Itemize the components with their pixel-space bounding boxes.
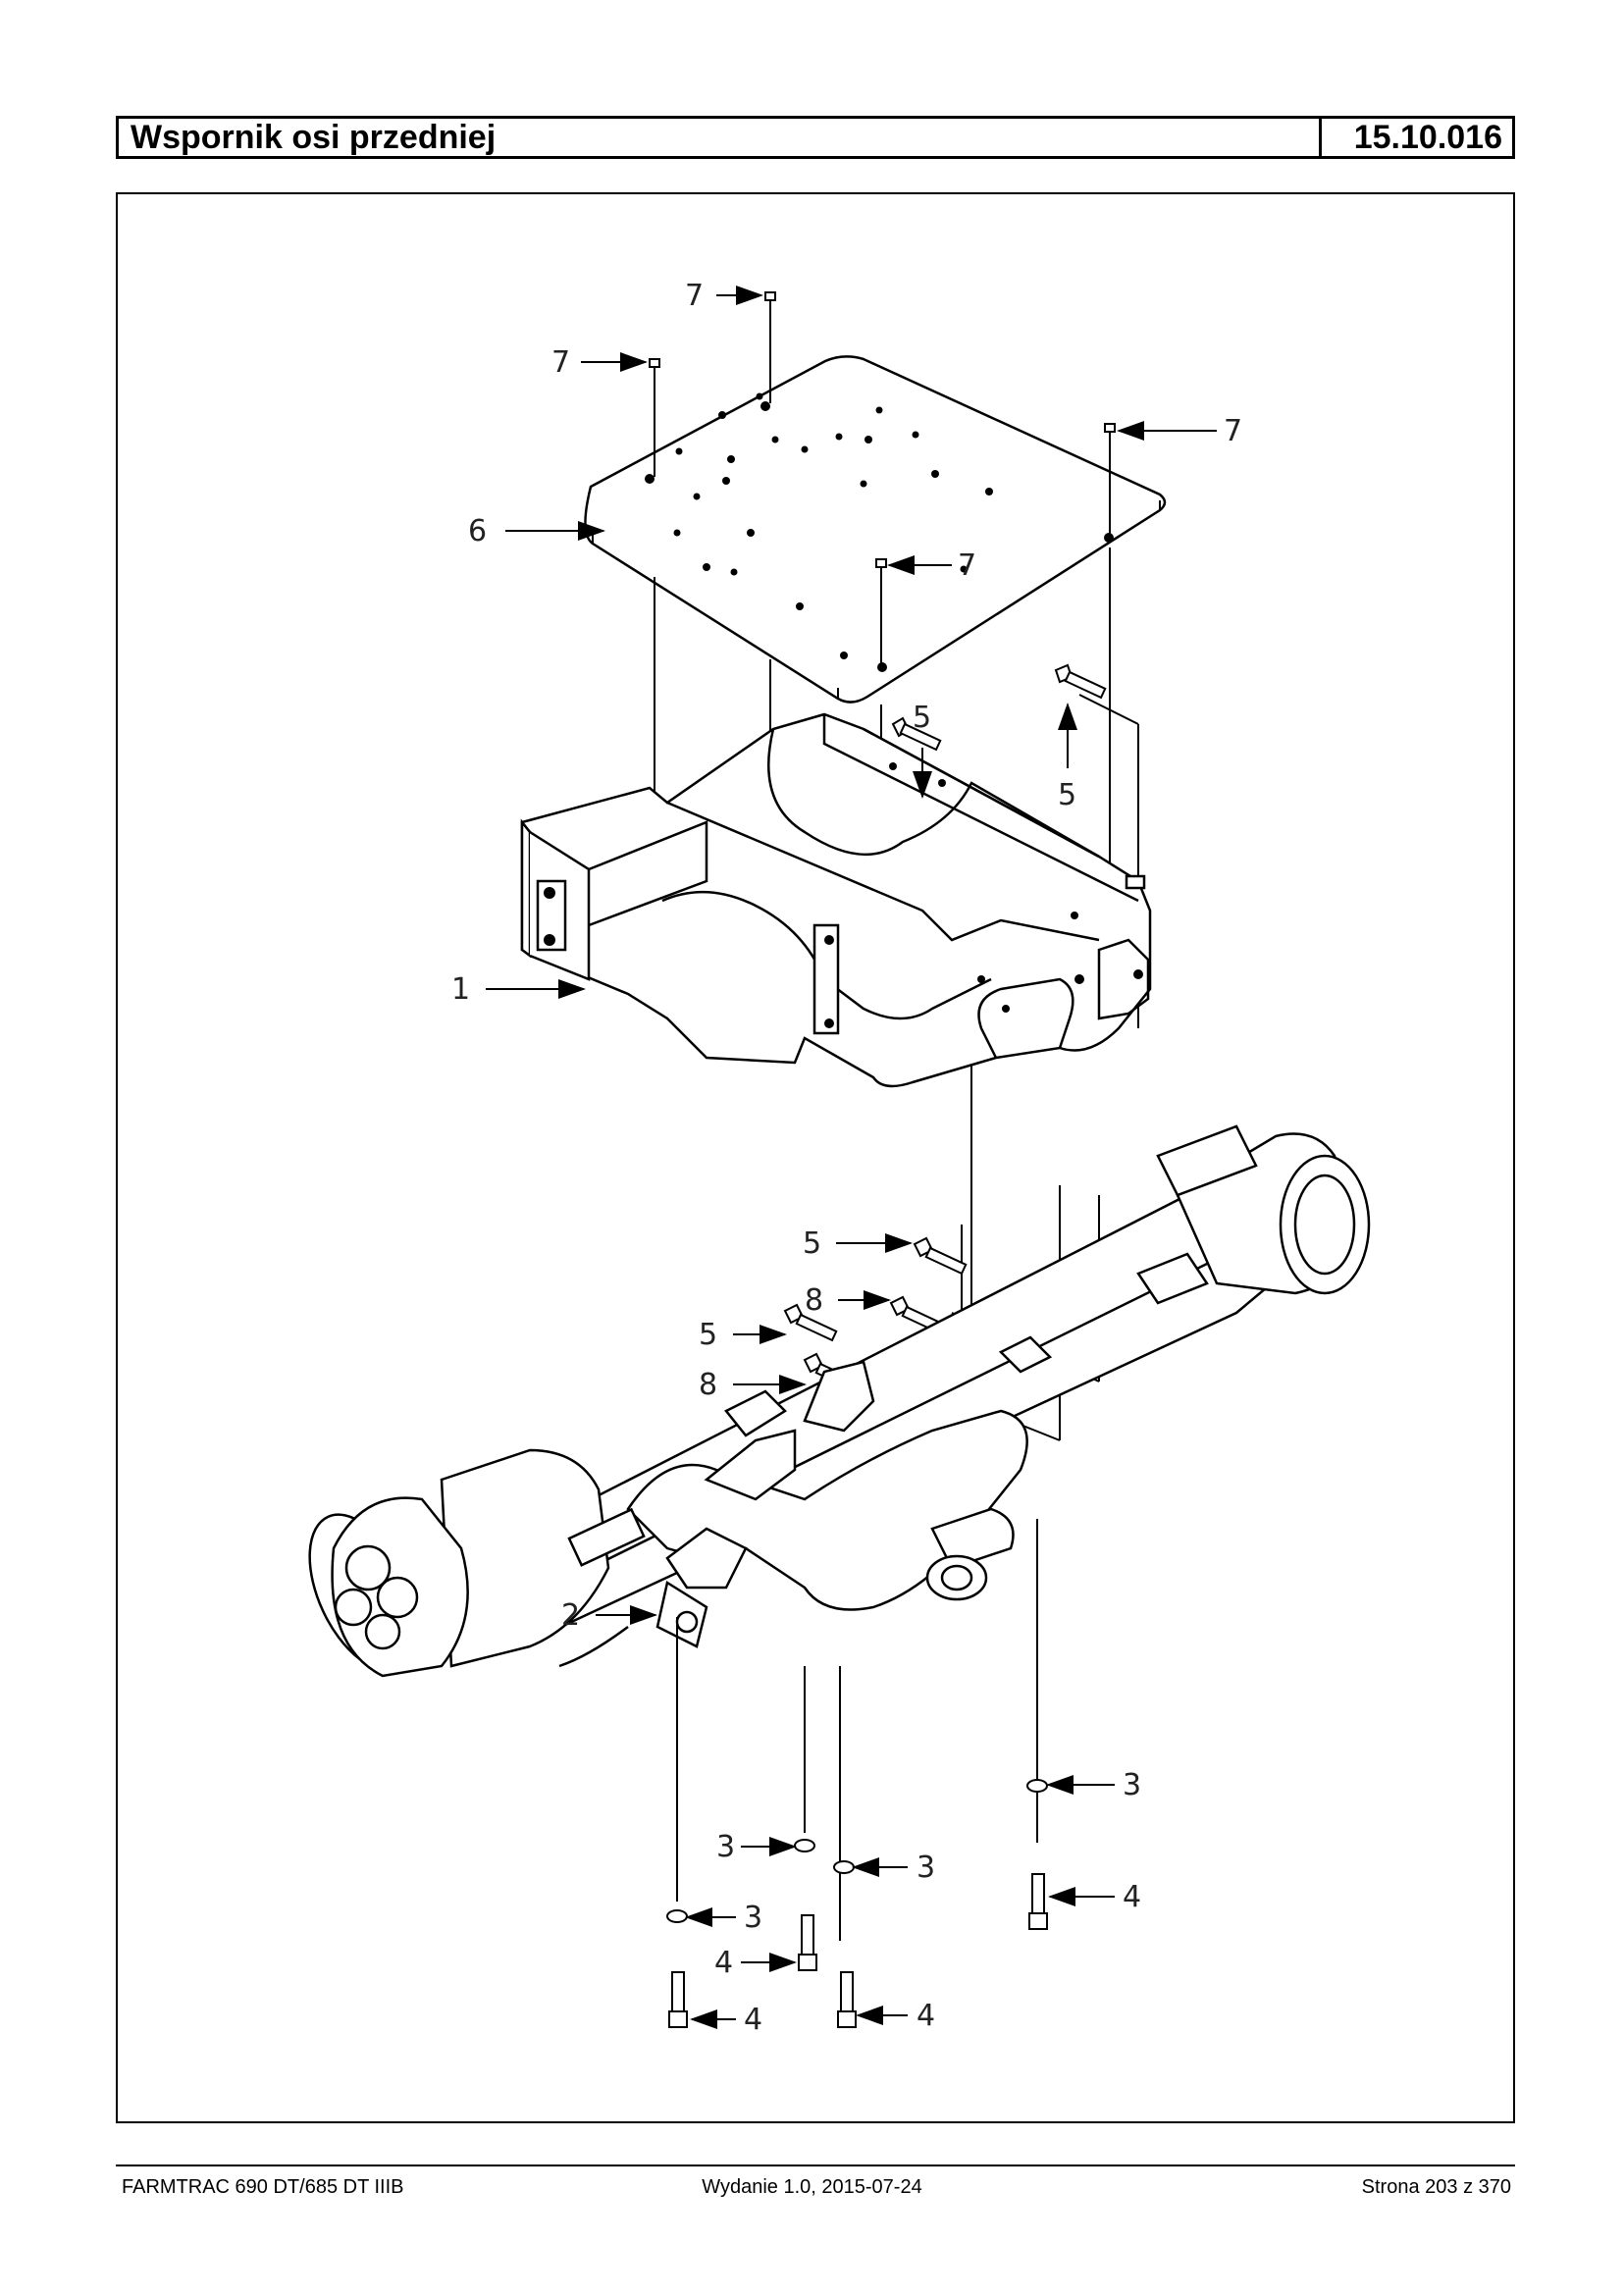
callout-arrows (486, 286, 1217, 2029)
exploded-view-drawing: 7 7 7 7 6 5 5 1 5 8 5 8 2 3 3 3 3 4 4 4 … (116, 192, 1515, 2123)
callout-4c: 4 (917, 1999, 935, 2033)
footer-page-number: Strona 203 z 370 (1361, 2176, 1511, 2198)
bracket-housing-part-1 (520, 712, 1152, 1088)
section-code: 15.10.016 (1353, 119, 1502, 156)
callout-3c: 3 (917, 1851, 935, 1885)
page-title: Wspornik osi przedniej (119, 119, 1322, 156)
callout-2: 2 (561, 1598, 580, 1633)
callout-7a: 7 (551, 345, 570, 380)
page-header: Wspornik osi przedniej 15.10.016 (116, 116, 1515, 159)
callout-3b: 3 (716, 1830, 735, 1864)
front-axle-part-2 (308, 1124, 1371, 1678)
callout-3a: 3 (1123, 1768, 1141, 1802)
footer-model: FARMTRAC 690 DT/685 DT IIIB (122, 2176, 404, 2198)
callout-4b: 4 (714, 1946, 733, 1980)
callout-7c: 7 (1224, 414, 1242, 448)
mount-bolts-part-3-4 (666, 1519, 1048, 2028)
callout-4d: 4 (744, 2003, 762, 2037)
callout-5b: 5 (1058, 778, 1076, 812)
callout-7b: 7 (685, 279, 704, 313)
plate-part-6 (584, 355, 1167, 704)
callout-8a: 8 (805, 1283, 823, 1318)
callout-4a: 4 (1123, 1880, 1141, 1914)
technical-drawing: 7 7 7 7 6 5 5 1 5 8 5 8 2 3 3 3 3 4 4 4 … (308, 279, 1371, 2037)
callout-5a: 5 (913, 701, 931, 735)
footer-edition: Wydanie 1.0, 2015-07-24 (702, 2176, 922, 2198)
callout-8b: 8 (699, 1368, 717, 1402)
footer-divider (116, 2165, 1515, 2166)
callout-6: 6 (468, 514, 487, 548)
callout-5d: 5 (699, 1318, 717, 1352)
callout-7d: 7 (958, 548, 976, 583)
callout-3d: 3 (744, 1901, 762, 1935)
callout-1: 1 (451, 972, 470, 1007)
bolts-part-7 (649, 291, 1116, 665)
callout-5c: 5 (803, 1226, 821, 1261)
